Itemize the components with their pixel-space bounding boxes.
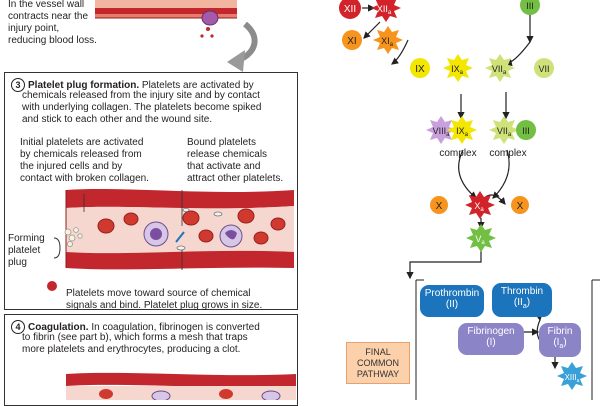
factor-xiia-shape: [371, 0, 401, 22]
forming-plug-bracket: [53, 237, 61, 259]
initial-platelets-label: Initial platelets are activated by chemi…: [20, 137, 149, 184]
factor-iii-complex-label: III: [522, 126, 530, 136]
forming-plug-label: Forming platelet plug: [8, 233, 45, 268]
factor-vii-label: VII: [538, 64, 549, 74]
vessel-illustration-clot: [66, 372, 296, 400]
factor-ix-shape: [410, 58, 430, 78]
fibrinogen-box: Fibrinogen(I): [458, 323, 524, 355]
blood-drops: [47, 281, 57, 291]
step3-number: 3: [11, 78, 25, 92]
factor-x-left-label: X: [436, 201, 443, 212]
prothrombin-box: Prothrombin(II): [420, 285, 484, 317]
step4-body-line1: In coagulation, fibrinogen is converted: [91, 322, 260, 333]
platelet-cluster-top: [190, 0, 220, 40]
factor-viiia-shape: [426, 116, 456, 144]
factor-xii-shape: [339, 0, 361, 19]
step4-title: Coagulation.: [28, 322, 89, 333]
factor-ixa-label: IXa: [451, 64, 464, 76]
factor-ixa-shape: [443, 54, 473, 82]
factor-viia-label: VIIa: [492, 64, 507, 76]
final-common-pathway-box: FINAL COMMON PATHWAY: [346, 342, 410, 384]
factor-ix-label: IX: [415, 64, 425, 75]
factor-iii-label: III: [526, 1, 534, 11]
coagulation-cascade: XII XIIa XI XIa IX IXa III VIIa VII VIII…: [339, 0, 600, 400]
curved-down-arrow: [227, 22, 258, 72]
factor-x-right-label: X: [517, 201, 524, 212]
factor-va-label: Va: [475, 234, 485, 246]
complex-right-label: complex: [489, 148, 526, 159]
complex-left-label: complex: [439, 148, 476, 159]
step4-number: 4: [11, 320, 25, 334]
top-fragment-text: In the vessel wall contracts near the in…: [8, 0, 97, 46]
factor-xiia-label: XIIa: [377, 4, 392, 16]
factor-x-right-shape: [511, 196, 529, 214]
factor-viiia-label: VIIIa: [433, 126, 451, 138]
factor-xia-label: XIa: [381, 36, 394, 48]
factor-viia-complex-label: VIIa: [497, 126, 512, 138]
factor-ixa-complex-shape: [447, 116, 477, 144]
move-toward-label: Platelets move toward source of chemical…: [66, 288, 263, 311]
factor-iii-complex-shape: [516, 120, 536, 140]
factor-xi-label: XI: [347, 36, 356, 47]
fibrin-box: Fibrin (Ia): [539, 323, 581, 357]
vessel-illustration-plug: [64, 189, 294, 270]
factor-viia-complex-shape: [489, 116, 519, 144]
factor-ixa-complex-label: IXa: [456, 126, 469, 138]
step3-title: Platelet plug formation.: [28, 80, 140, 91]
factor-iii-shape: [520, 0, 540, 15]
factor-xi-shape: [342, 30, 362, 50]
thrombin-box: Thrombin (IIa): [492, 283, 552, 317]
step3-body: chemicals released from the injury site …: [22, 90, 262, 125]
factor-xa-label: Xa: [474, 201, 484, 213]
factor-xii-label: XII: [344, 4, 356, 15]
step3-body-line1: Platelets are activated by: [141, 80, 254, 91]
step4-body: to fibrin (see part b), which forms a me…: [22, 332, 248, 355]
factor-xia-shape: [373, 26, 403, 54]
factor-xa-shape: [465, 191, 495, 219]
factor-xiiia-label: XIIIa: [565, 373, 580, 384]
factor-xiiia-shape: [557, 362, 587, 390]
factor-vii-shape: [534, 58, 554, 78]
bound-platelets-label: Bound platelets release chemicals that a…: [187, 137, 284, 184]
factor-va-shape: [466, 224, 496, 252]
factor-viia-shape: [485, 54, 515, 82]
factor-x-left-shape: [430, 196, 448, 214]
